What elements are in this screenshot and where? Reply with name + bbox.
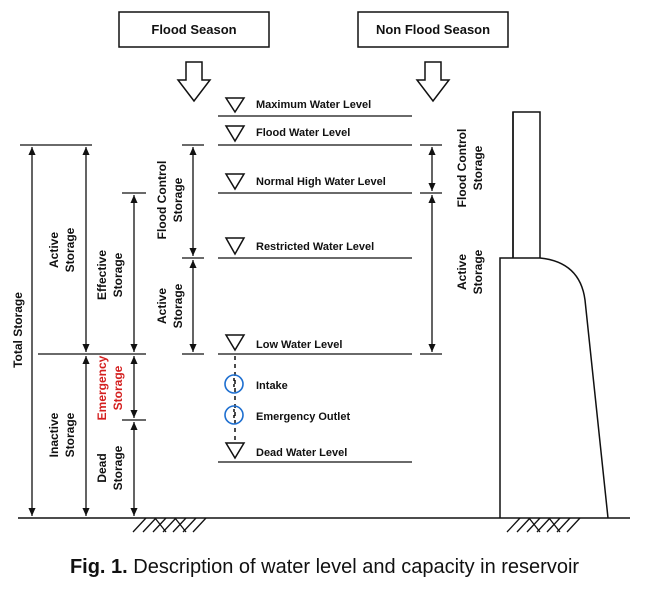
maximum-water-level-label: Maximum Water Level xyxy=(256,99,371,111)
flood-water-level-label: Flood Water Level xyxy=(256,127,350,139)
low-level-triangle-icon xyxy=(224,334,246,352)
restricted-water-level-label: Restricted Water Level xyxy=(256,241,374,253)
flood-season-box: Flood Season xyxy=(118,11,270,48)
non-flood-season-box: Non Flood Season xyxy=(357,11,509,48)
flood-season-down-arrow xyxy=(176,61,212,103)
flood-level-triangle-icon xyxy=(224,125,246,143)
normal-high-water-level-label: Normal High Water Level xyxy=(256,176,386,188)
intake-label: Intake xyxy=(256,380,288,392)
low-water-level-label: Low Water Level xyxy=(256,339,342,351)
active-storage-flood-label-2: Storage xyxy=(171,283,185,328)
emergency-storage-label-1: Emergency xyxy=(95,355,109,420)
restricted-level-triangle-icon xyxy=(224,237,246,256)
flood-control-storage-nonflood-label-1: Flood Control xyxy=(455,129,469,208)
non-flood-season-label: Non Flood Season xyxy=(376,22,490,37)
dam-body xyxy=(499,257,609,519)
figure-caption-text: Description of water level and capacity … xyxy=(133,556,580,578)
intake-circle-icon xyxy=(224,374,244,394)
flood-control-storage-flood-label-2: Storage xyxy=(171,177,185,222)
total-storage-label: Total Storage xyxy=(11,292,25,368)
dam-crest xyxy=(512,111,541,258)
dead-storage-label-1: Dead xyxy=(95,453,109,482)
flood-control-storage-flood-label-1: Flood Control xyxy=(155,161,169,240)
emergency-outlet-label: Emergency Outlet xyxy=(256,411,350,423)
active-storage-label-2: Storage xyxy=(63,227,77,272)
active-storage-nonflood-label-1: Active xyxy=(455,254,469,290)
ground-hatch-right xyxy=(506,517,581,533)
dead-water-level-label: Dead Water Level xyxy=(256,447,347,459)
dead-storage-label-2: Storage xyxy=(111,445,125,490)
inactive-storage-label-1: Inactive xyxy=(47,412,61,457)
figure-number: Fig. 1. xyxy=(69,556,128,578)
emergency-outlet-circle-icon xyxy=(224,405,244,425)
effective-storage-label-1: Effective xyxy=(95,250,109,300)
inactive-storage-label-2: Storage xyxy=(63,412,77,457)
emergency-storage-label-2: Storage xyxy=(111,365,125,410)
active-storage-nonflood-label-2: Storage xyxy=(471,249,485,294)
maximum-level-triangle-icon xyxy=(224,97,246,114)
non-flood-season-down-arrow xyxy=(415,61,451,103)
flood-season-label: Flood Season xyxy=(151,22,236,37)
effective-storage-label-2: Storage xyxy=(111,252,125,297)
normal-high-level-triangle-icon xyxy=(224,173,246,191)
figure-caption: Fig. 1. Description of water level and c… xyxy=(0,556,649,579)
active-storage-flood-label-1: Active xyxy=(155,288,169,324)
active-storage-label-1: Active xyxy=(47,232,61,268)
flood-control-storage-nonflood-label-2: Storage xyxy=(471,145,485,190)
dead-level-triangle-icon xyxy=(224,442,246,460)
ground-hatch-left xyxy=(132,517,207,533)
